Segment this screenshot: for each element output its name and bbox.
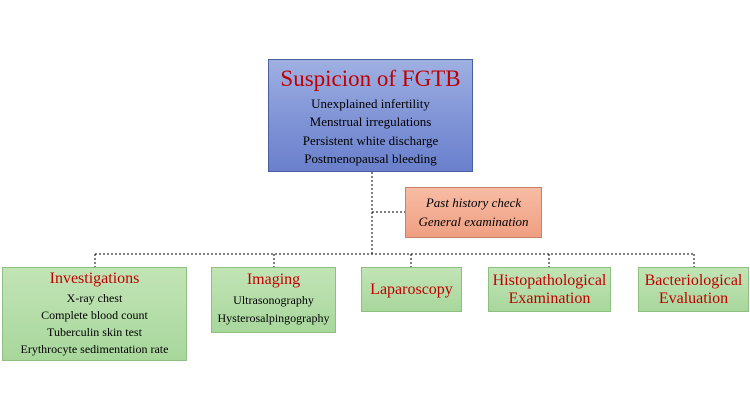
imaging-item: Hysterosalpingography — [217, 311, 330, 325]
bacteriological-title-line: Evaluation — [658, 289, 729, 307]
side-item: General examination — [418, 214, 529, 229]
root-item: Postmenopausal bleeding — [304, 150, 437, 166]
investigations-item: Complete blood count — [41, 308, 148, 322]
investigations-item: Tuberculin skin test — [47, 325, 142, 339]
root-item: Unexplained infertility — [311, 96, 430, 111]
imaging-title: Imaging — [246, 271, 301, 288]
side-item: Past history check — [425, 194, 522, 210]
investigations-box: Investigations X-ray chest Complete bloo… — [2, 267, 187, 361]
laparoscopy-box: Laparoscopy — [361, 267, 462, 312]
histopathological-title-line: Histopathological — [492, 271, 607, 289]
root-title: Suspicion of FGTB — [280, 66, 461, 91]
root-item: Persistent white discharge — [302, 132, 439, 148]
side-box: Past history check General examination — [405, 187, 542, 238]
bacteriological-title-line: Bacteriological — [644, 271, 743, 289]
investigations-item: X-ray chest — [66, 291, 123, 305]
investigations-title: Investigations — [49, 270, 140, 287]
laparoscopy-title: Laparoscopy — [370, 280, 453, 298]
histopathological-box: Histopathological Examination — [488, 267, 611, 312]
imaging-item: Ultrasonography — [233, 293, 314, 307]
root-box: Suspicion of FGTB Unexplained infertilit… — [268, 59, 473, 172]
investigations-item: Erythrocyte sedimentation rate — [20, 342, 169, 356]
histopathological-title-line: Examination — [508, 289, 591, 307]
imaging-box: Imaging Ultrasonography Hysterosalpingog… — [211, 267, 336, 333]
bacteriological-box: Bacteriological Evaluation — [638, 267, 749, 312]
root-item: Menstrual irregulations — [309, 114, 432, 130]
